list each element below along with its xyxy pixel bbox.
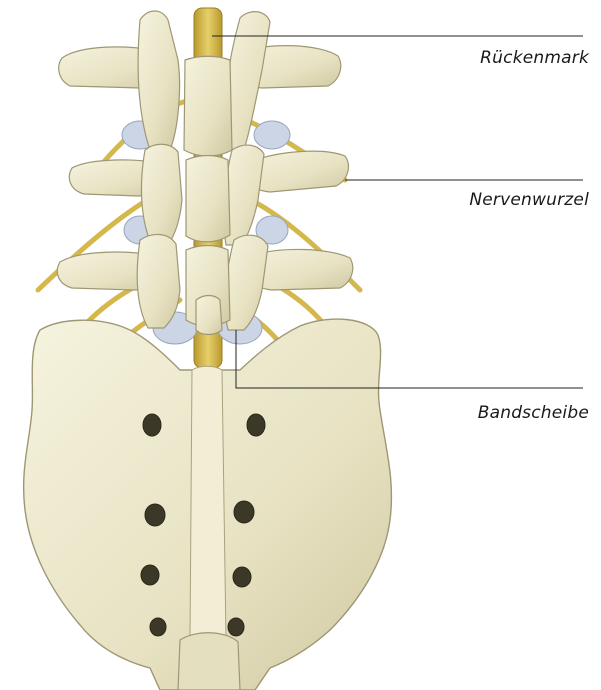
label-spinal-cord: Rückenmark xyxy=(480,48,589,68)
sacrum xyxy=(24,319,392,690)
vertebra-2 xyxy=(69,144,348,245)
label-disc: Bandscheibe xyxy=(478,403,589,423)
vertebra-3 xyxy=(57,234,352,334)
label-nerve-root: Nervenwurzel xyxy=(469,190,589,210)
